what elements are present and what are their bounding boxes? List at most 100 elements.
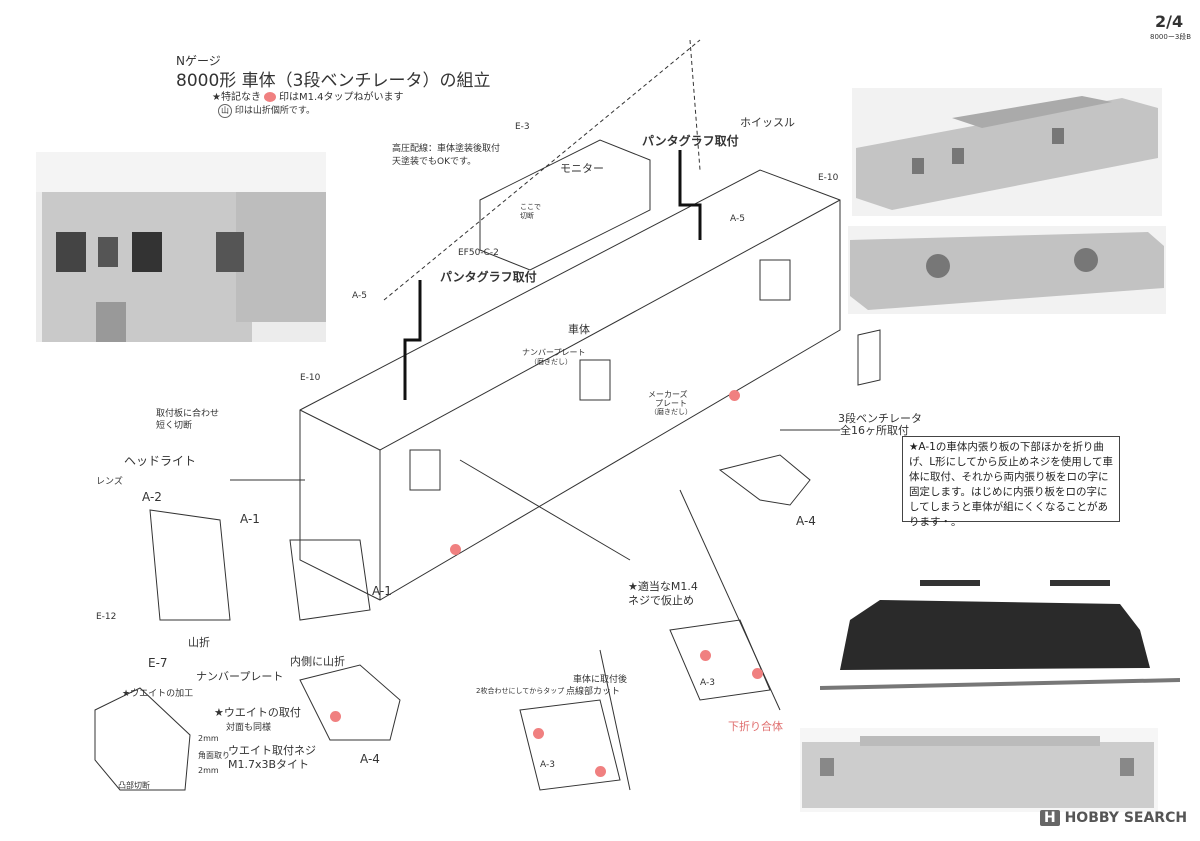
label-a2: A-2 (142, 490, 162, 504)
label-yamaori: 山折 (188, 636, 210, 649)
tap-mark (533, 728, 544, 739)
page-number: 2/4 (1155, 12, 1184, 31)
label-2mm-b: 2mm (198, 766, 219, 775)
legend-tap: ★特記なき 印はM1.4タップねがいます (212, 88, 404, 103)
label-a3-right: A-3 (700, 678, 715, 688)
label-vent1: 3段ベンチレータ (838, 412, 922, 425)
label-panta-left: パンタグラフ取付 (440, 270, 537, 284)
page-subtitle: 8000ー3段B (1150, 33, 1192, 41)
label-numberplate-small: ナンバープレート (522, 348, 586, 357)
label-kokode2: 切断 (520, 212, 534, 220)
photo-cab-front-art (36, 152, 326, 342)
label-shatai-toritsuke1: 車体に取付後 (573, 675, 628, 685)
part-a3-right (669, 619, 771, 701)
label-a5-left: A-5 (352, 291, 367, 301)
watermark-search: SEARCH (1123, 810, 1188, 826)
pantograph-wire-right (678, 150, 702, 240)
label-a4-bottom: A-4 (360, 752, 380, 766)
label-e7: E-7 (148, 656, 168, 670)
label-tekitou1: ★適当なM1.4 (628, 580, 698, 593)
label-a4-right: A-4 (796, 514, 816, 528)
photo-body-side (800, 728, 1158, 812)
label-lens: レンズ (96, 477, 123, 487)
legend-tap-post: 印はM1.4タップねがいます (278, 92, 404, 103)
label-uchigawa: 内側に山折 (290, 655, 345, 668)
label-maker-plate1: メーカーズ (648, 390, 688, 399)
tap-mark (595, 766, 606, 777)
label-kakumen: 角面取り (198, 751, 230, 760)
red-dot-icon (263, 92, 276, 102)
weight-box (94, 687, 191, 791)
hobby-search-watermark: H HOBBY SEARCH (1040, 810, 1187, 826)
monitor-roof (479, 139, 651, 271)
assembly-note: ★A-1の車体内張り板の下部ほかを折り曲げ、L形にしてから反止めネジを使用して車… (902, 436, 1120, 528)
label-kokode1: ここで (520, 203, 541, 211)
label-a1-left: A-1 (240, 512, 260, 526)
photo-body-underside (848, 226, 1166, 314)
tap-mark (729, 390, 740, 401)
label-e12: E-12 (96, 612, 117, 622)
page-title: 8000形 車体（3段ベンチレータ）の組立 (176, 71, 491, 91)
floor-a4-right (718, 454, 811, 506)
window (409, 449, 441, 491)
label-ef50: EF50-C-2 (458, 248, 499, 258)
label-e10-left: E-10 (300, 373, 321, 383)
hobby-logo-icon: H (1040, 810, 1060, 826)
label-a1-body: A-1 (372, 584, 392, 598)
tap-mark (700, 650, 711, 661)
tap-mark (330, 711, 341, 722)
label-a5-top: A-5 (730, 214, 745, 224)
end-panel-a1 (289, 539, 371, 621)
label-2mm-a: 2mm (198, 734, 219, 743)
photo-cab-front (36, 152, 326, 342)
label-a3-left: A-3 (540, 760, 555, 770)
label-weight-kakou: ★ウエイトの加工 (122, 689, 194, 699)
tap-mark (752, 668, 763, 679)
photo-body-side-art (800, 728, 1158, 812)
gauge-label: Nゲージ (176, 54, 221, 68)
label-shatai-toritsuke2: 点線部カット (566, 687, 621, 697)
label-tekitou2: ネジで仮止め (628, 594, 694, 607)
label-panta-top: パンタグラフ取付 (642, 134, 739, 148)
fold-mark-icon: 山 (218, 103, 232, 118)
label-toritsuke1: 取付板に合わせ (156, 409, 220, 419)
label-headlight: ヘッドライト (124, 454, 197, 468)
label-shatai: 車体 (568, 323, 590, 336)
photo-body-underside-art (848, 226, 1166, 314)
label-monitor: モニター (560, 162, 604, 175)
label-nimai: 2枚合わせにしてからタップ (476, 687, 565, 695)
photo-locomotive (820, 560, 1180, 700)
watermark-brand: HOBBY (1064, 810, 1119, 826)
label-neji2: M1.7x3Bタイト (228, 758, 310, 771)
label-vent2: 全16ヶ所取付 (840, 424, 909, 437)
label-toritsuke2: 短く切断 (156, 421, 193, 431)
legend-fold: 山 印は山折個所です。 (218, 103, 315, 118)
body-top-outline (299, 169, 841, 601)
floor-a4-bottom (299, 664, 401, 741)
label-shitaori: 下折り合体 (728, 720, 783, 733)
label-taimen: 対面も同様 (226, 723, 272, 733)
label-numberplate-small-sub: （磨きだし） (530, 358, 572, 366)
photo-locomotive-art (820, 560, 1180, 700)
tap-mark (450, 544, 461, 555)
pantograph-wire-left (403, 280, 422, 400)
label-e3: E-3 (515, 122, 530, 132)
label-whistle: ホイッスル (740, 116, 795, 129)
label-maker-plate2: プレート (655, 399, 687, 408)
legend-tap-pre: ★特記なき (212, 92, 261, 103)
label-number-plate: ナンバープレート (196, 670, 284, 683)
window (579, 359, 611, 401)
window (759, 259, 791, 301)
label-e10-right: E-10 (818, 173, 839, 183)
photo-body-top-art (852, 88, 1162, 216)
label-kouatsu1: 高圧配線：車体塗装後取付 (392, 144, 501, 154)
label-weight-toritsuke: ★ウエイトの取付 (214, 706, 301, 719)
ventilator (857, 329, 881, 386)
label-ototsu: 凸部切断 (118, 781, 150, 790)
label-neji1: ウエイト取付ネジ (228, 744, 316, 757)
label-maker-plate3: （磨きだし） (650, 408, 692, 416)
part-a3-left (519, 699, 621, 791)
cab-front-part (149, 509, 231, 621)
photo-body-top (852, 88, 1162, 216)
